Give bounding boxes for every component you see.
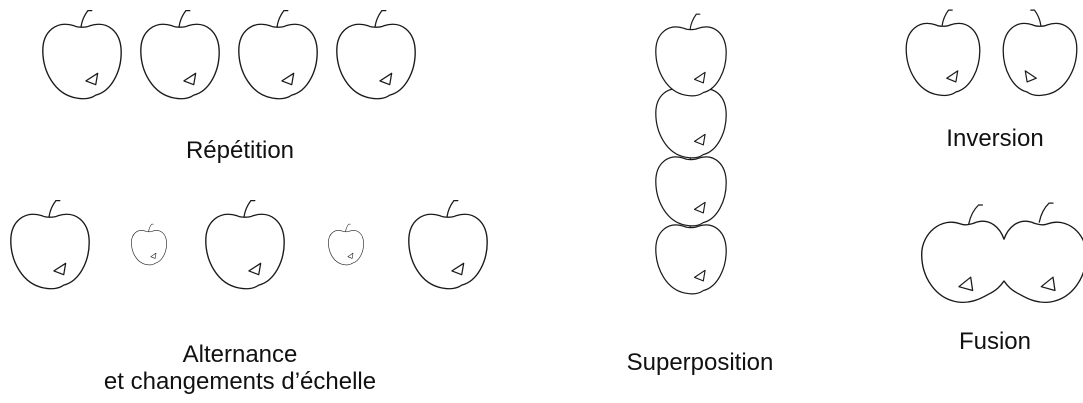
repetition-group	[42, 9, 416, 100]
label-alternance-line1: Alternance	[182, 341, 298, 368]
small-apple-icon	[328, 223, 364, 266]
apple-icon	[140, 9, 220, 100]
apple-icon	[238, 9, 318, 100]
small-apple-icon	[131, 223, 167, 266]
apple-icon	[336, 9, 416, 100]
apple-icon	[42, 9, 122, 100]
apple-icon	[905, 9, 981, 97]
label-alternance: Alternance et changements d’échelle	[20, 341, 460, 395]
apple-icon	[205, 199, 285, 290]
apple-icon	[408, 199, 488, 290]
label-superposition: Superposition	[626, 349, 774, 376]
fusion-group	[920, 202, 1083, 304]
label-alternance-line2: et changements d’échelle	[103, 368, 377, 395]
apple-icon	[10, 199, 90, 290]
apple-icon	[1002, 9, 1078, 97]
inversion-group	[905, 9, 1078, 97]
superposition-group	[655, 13, 727, 295]
apple-icon	[655, 13, 727, 97]
fused-apples-icon	[920, 202, 1083, 304]
label-inversion: Inversion	[946, 125, 1044, 152]
label-fusion: Fusion	[958, 328, 1032, 355]
label-repetition: Répétition	[185, 137, 295, 164]
alternance-group	[10, 199, 488, 290]
